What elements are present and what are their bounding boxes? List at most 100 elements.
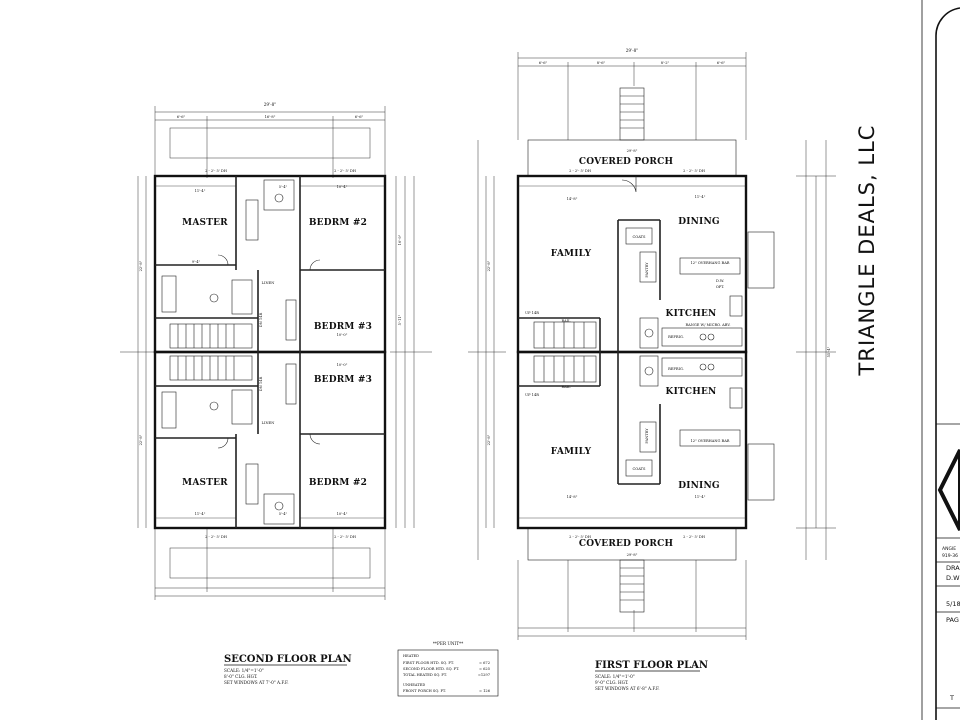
stair-label: DN 14R bbox=[259, 376, 263, 391]
refrigerator-label: REFRIG. bbox=[668, 367, 684, 371]
dim-label: 11'-4" bbox=[695, 195, 706, 199]
dim-label: 14'-8" bbox=[567, 197, 578, 201]
dim-label: 9'-4" bbox=[192, 260, 201, 264]
first-floor-unit-bottom-outline bbox=[516, 350, 748, 530]
first-floor-note: 9'-0" CLG. HGT. bbox=[595, 680, 629, 685]
first-dim: 8'-6" bbox=[597, 61, 606, 65]
page-label: PAG bbox=[946, 616, 959, 624]
drawn-by-label: DRA bbox=[946, 564, 960, 572]
dim-label: 16'-9" bbox=[398, 234, 402, 245]
dim-label: 11'-4" bbox=[695, 495, 706, 499]
dim-label: 11'-4" bbox=[195, 512, 206, 516]
dim-label: 14'-8" bbox=[567, 495, 578, 499]
area-row-label: FIRST FLOOR HTD. SQ. FT. bbox=[403, 661, 454, 665]
dim-label: 10'-4" bbox=[337, 185, 348, 189]
second-floor-bottom-interior-walls bbox=[155, 352, 385, 528]
first-floor-note: SET WINDOWS AT 6'-8" A.F.F. bbox=[595, 686, 660, 691]
area-row-value: = 625 bbox=[479, 667, 491, 671]
title-bottom: T bbox=[949, 694, 954, 702]
first-dim: 8'-2" bbox=[661, 61, 670, 65]
coats-label: COATS bbox=[633, 467, 646, 471]
contact-phone: 919-36 bbox=[942, 553, 958, 559]
dim-label: 10'-4" bbox=[337, 512, 348, 516]
area-row-value: = 126 bbox=[479, 689, 491, 693]
linen-label: LINEN bbox=[262, 281, 275, 285]
refrigerator-label: REFRIG. bbox=[668, 335, 684, 339]
room-master-bottom: MASTER bbox=[182, 478, 228, 488]
second-dim-mid: 16'-8" bbox=[265, 115, 276, 119]
second-window-note: 2 - 2'- 5' DH bbox=[205, 169, 227, 173]
area-row-label: SECOND FLOOR HTD. SQ. FT. bbox=[403, 667, 459, 671]
area-heading: **PER UNIT** bbox=[433, 641, 464, 646]
overhang-bar-label: 12" OVERHANG BAR bbox=[690, 261, 729, 265]
area-row-label: TOTAL HEATED SQ. FT. bbox=[403, 673, 447, 677]
first-floor-top-interior bbox=[518, 176, 746, 352]
area-row-value: =1297 bbox=[478, 673, 491, 677]
date-value: 5/18 bbox=[946, 600, 960, 608]
company-name: TRIANGLE DEALS, LLC bbox=[855, 125, 879, 377]
area-row-label: FRONT PORCH SQ. FT. bbox=[403, 689, 446, 693]
first-floor-overall-width: 29'-8" bbox=[626, 48, 639, 53]
stair-up-label: UP 14R bbox=[525, 311, 539, 315]
dim-label: 55'-4" bbox=[827, 346, 831, 357]
room-kitchen-top: KITCHEN bbox=[666, 309, 717, 319]
first-window-note: 2 - 2'- 5' DH bbox=[569, 535, 591, 539]
optional-label: OPT. bbox=[716, 285, 724, 289]
second-window-note: 2 - 2'- 5' DH bbox=[334, 169, 356, 173]
room-bedrm3-bottom: BEDRM #3 bbox=[314, 375, 372, 385]
second-floor-plan: 29'-8" 6'-6" 16'-8" 6'-6" bbox=[120, 102, 432, 685]
second-dim-right: 6'-6" bbox=[355, 115, 364, 119]
pantry-label: PANTRY bbox=[645, 262, 649, 278]
first-floor-bottom-interior bbox=[518, 352, 746, 519]
first-dim: 6'-6" bbox=[717, 61, 726, 65]
coats-label: COATS bbox=[633, 235, 646, 239]
contact-name: ANGIE bbox=[942, 546, 956, 552]
dim-label: 29'-8" bbox=[627, 553, 638, 557]
first-floor-note: SCALE: 1/4"=1'-0" bbox=[595, 674, 635, 679]
second-floor-top-dimensions bbox=[120, 106, 432, 600]
unheated-label: UNHEATED bbox=[403, 683, 425, 687]
area-summary-box: **PER UNIT** HEATED FIRST FLOOR HTD. SQ.… bbox=[397, 641, 499, 697]
pantry-label: PANTRY bbox=[645, 428, 649, 444]
first-floor-dimensions bbox=[468, 52, 836, 640]
dim-label: 10'-0" bbox=[337, 333, 348, 337]
rail-label: RAIL bbox=[561, 319, 571, 323]
room-covered-porch-bottom: COVERED PORCH bbox=[579, 539, 674, 549]
dim-label: 5'-4" bbox=[279, 185, 288, 189]
range-label: RANGE W/ MICRO. ABV. bbox=[685, 323, 730, 327]
room-bedrm2-bottom: BEDRM #2 bbox=[309, 478, 367, 488]
second-window-note: 2 - 2'- 5' DH bbox=[334, 535, 356, 539]
room-kitchen-bottom: KITCHEN bbox=[666, 387, 717, 397]
dim-label: 10'-0" bbox=[337, 363, 348, 367]
room-dining-bottom: DINING bbox=[678, 481, 720, 491]
second-floor-unit-bottom-outline bbox=[153, 350, 387, 530]
dim-label: 5'-11" bbox=[398, 314, 402, 325]
dim-label: 22'-8" bbox=[139, 260, 143, 271]
room-family-bottom: FAMILY bbox=[551, 447, 592, 457]
dim-label: 22'-8" bbox=[487, 434, 491, 445]
first-dim: 6'-6" bbox=[539, 61, 548, 65]
second-floor-note: SCALE: 1/4"=1'-0" bbox=[224, 668, 264, 673]
room-master-top: MASTER bbox=[182, 218, 228, 228]
room-covered-porch-top: COVERED PORCH bbox=[579, 157, 674, 167]
dim-label: 5'-4" bbox=[279, 512, 288, 516]
stair-up-label: UP 14R bbox=[525, 393, 539, 397]
linen-label: LINEN bbox=[262, 421, 275, 425]
heated-label: HEATED bbox=[403, 654, 419, 658]
dishwasher-label: D.W. bbox=[716, 279, 724, 283]
first-floor-plan: 29'-8" 6'-6" 8'-6" 8'-2" 6'-6" COVERED P… bbox=[468, 48, 836, 691]
stair-label: DN 14R bbox=[259, 312, 263, 327]
first-window-note: 2 - 2'- 5' DH bbox=[683, 535, 705, 539]
second-window-note: 2 - 2'- 5' DH bbox=[205, 535, 227, 539]
room-dining-top: DINING bbox=[678, 217, 720, 227]
second-floor-overall-width: 29'-8" bbox=[264, 102, 277, 107]
room-bedrm2-top: BEDRM #2 bbox=[309, 218, 367, 228]
room-family-top: FAMILY bbox=[551, 249, 592, 259]
front-steps bbox=[619, 87, 775, 613]
dim-label: 29'-8" bbox=[627, 149, 638, 153]
second-floor-note: 8'-0" CLG. HGT. bbox=[224, 674, 258, 679]
dim-label: 11'-4" bbox=[195, 189, 206, 193]
first-floor-title: FIRST FLOOR PLAN bbox=[595, 660, 708, 671]
